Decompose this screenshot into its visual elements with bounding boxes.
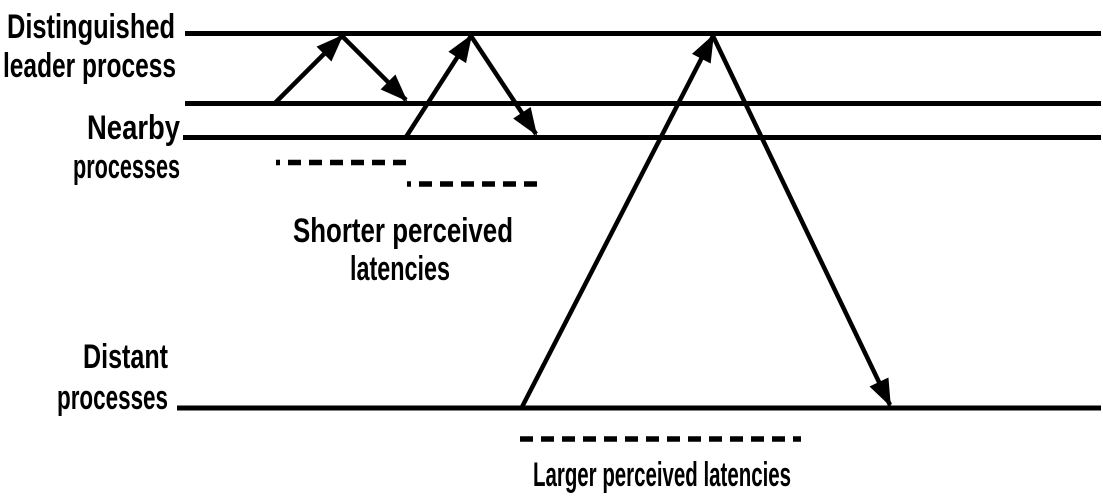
nearby-roundtrip-1-request-arrow bbox=[273, 34, 344, 105]
nearby-roundtrip-2-response-arrow bbox=[469, 34, 538, 136]
distant-label-line-2: processes bbox=[57, 379, 168, 417]
nearby-label-line-2: processes bbox=[73, 148, 180, 186]
leader-label-line-1: Distinguished bbox=[7, 8, 175, 46]
larger-latencies-caption: Larger perceived latencies bbox=[533, 456, 791, 494]
distant-roundtrip-response-arrow bbox=[710, 35, 893, 407]
distant-roundtrip-request-arrow bbox=[519, 34, 716, 409]
distant-label-line-1: Distant bbox=[83, 338, 168, 376]
nearby-roundtrip-2-request-arrow bbox=[404, 34, 473, 139]
shorter-latencies-caption-line-1: Shorter perceived bbox=[293, 212, 513, 250]
shorter-latencies-caption-line-2: latencies bbox=[350, 250, 450, 288]
nearby-label-line-1: Nearby bbox=[87, 109, 180, 147]
leader-label-line-2: leader process bbox=[3, 47, 176, 85]
nearby-roundtrip-1-response-arrow bbox=[340, 34, 408, 102]
